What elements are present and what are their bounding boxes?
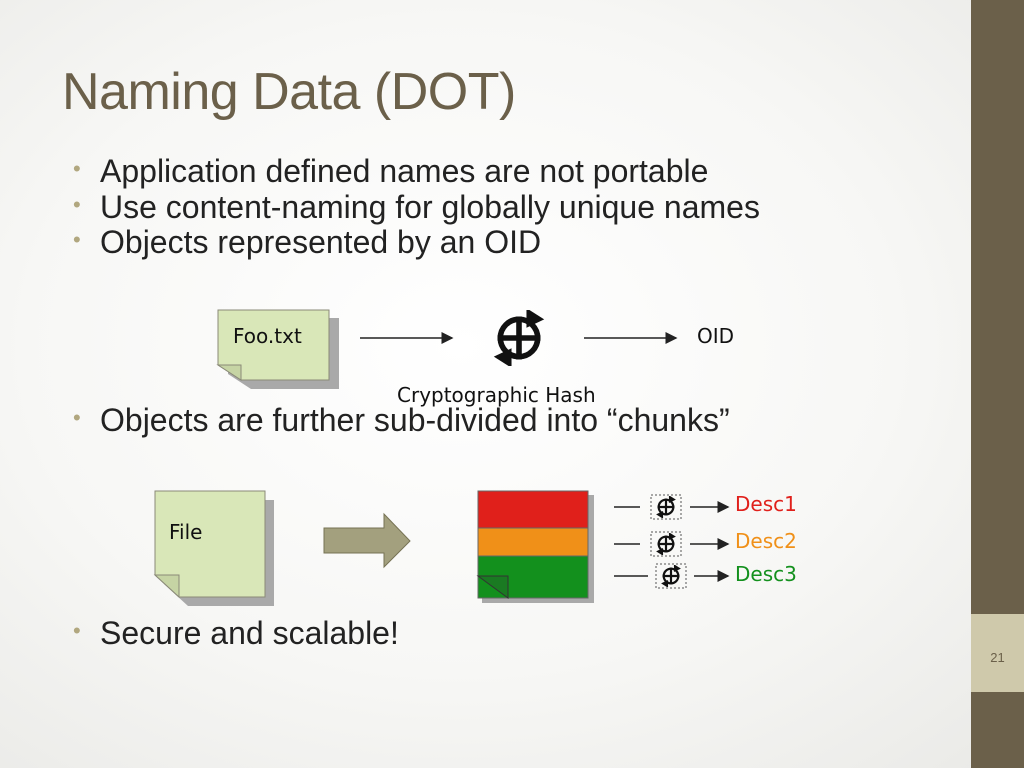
bullet-5: Secure and scalable!	[73, 615, 399, 652]
chunk-1	[477, 490, 589, 529]
hash-label: Cryptographic Hash	[397, 383, 596, 407]
hash-icon	[494, 308, 544, 368]
bullet-2: Use content-naming for globally unique n…	[73, 189, 760, 226]
bullet-4: Objects are further sub-divided into “ch…	[73, 402, 730, 439]
slide-title: Naming Data (DOT)	[62, 63, 516, 121]
chunk-row-3	[614, 563, 730, 589]
desc2-label: Desc2	[735, 529, 797, 553]
chunk-hash-icon	[654, 533, 678, 555]
chunk-2	[477, 527, 589, 557]
chunk-hash-icon	[659, 565, 683, 587]
bullet-1: Application defined names are not portab…	[73, 153, 708, 190]
split-arrow-icon	[323, 512, 411, 569]
file-label: File	[169, 520, 203, 544]
desc1-label: Desc1	[735, 492, 797, 516]
chunk-stack	[476, 490, 594, 603]
foo-txt-note	[216, 309, 339, 389]
page-number: 21	[990, 650, 1005, 665]
page-number-box	[971, 614, 1024, 692]
desc3-label: Desc3	[735, 562, 797, 586]
chunk-hash-icon	[654, 496, 678, 518]
foo-txt-label: Foo.txt	[233, 324, 302, 348]
bullet-3: Objects represented by an OID	[73, 224, 541, 261]
chunk-row-1	[614, 494, 730, 520]
file-note	[153, 490, 274, 606]
oid-label: OID	[697, 324, 735, 348]
chunk-row-2	[614, 531, 730, 557]
